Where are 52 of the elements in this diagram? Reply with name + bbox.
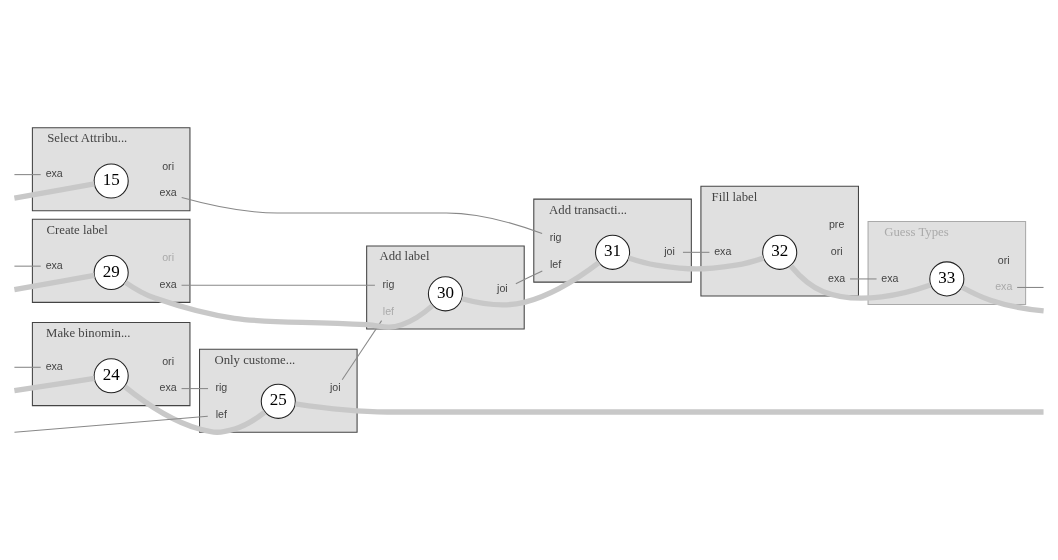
- node-text: ori: [162, 354, 175, 367]
- node-text: exa: [159, 381, 177, 394]
- node-text: exa: [828, 271, 846, 284]
- connector: [13, 366, 42, 368]
- connector: [1016, 286, 1045, 288]
- connector: [13, 272, 95, 293]
- node-text: lef: [215, 407, 227, 420]
- node-circle: 25: [260, 383, 296, 419]
- node-text: rig: [215, 381, 228, 394]
- connector: [123, 280, 435, 330]
- connector: [960, 284, 1044, 314]
- node-text: joi: [329, 381, 341, 394]
- connector: [515, 270, 543, 285]
- node-text: ori: [162, 159, 175, 172]
- node-circle: 30: [427, 276, 463, 312]
- connector: [461, 260, 601, 308]
- node-text: ori: [997, 253, 1010, 266]
- connector: [682, 251, 710, 253]
- connector: [13, 415, 209, 433]
- node-circle: 15: [93, 163, 129, 199]
- node-text: rig: [382, 277, 395, 290]
- node-text: joi: [497, 282, 508, 295]
- node-text: rig: [549, 231, 562, 244]
- connector: [13, 265, 42, 267]
- node-text: exa: [159, 186, 177, 199]
- node-text: ori: [830, 244, 843, 257]
- connector: [123, 384, 267, 435]
- node-circle: 33: [929, 261, 965, 297]
- connector: [627, 255, 765, 272]
- connector: [13, 375, 95, 394]
- node-circle: 31: [595, 234, 631, 270]
- node-circle: 32: [762, 234, 798, 270]
- connector: [13, 174, 42, 176]
- connector: [181, 196, 543, 235]
- connector: [181, 388, 209, 390]
- node-circle: 29: [93, 255, 129, 291]
- connector: [295, 401, 1044, 415]
- connector: [13, 181, 95, 201]
- connector: [849, 278, 878, 280]
- node-text: exa: [45, 359, 63, 372]
- node-text: exa: [159, 277, 177, 290]
- connector: [341, 320, 383, 381]
- node-circle: 24: [93, 358, 129, 394]
- node-text: exa: [881, 271, 899, 284]
- connector: [181, 284, 376, 286]
- node-text: exa: [714, 244, 732, 257]
- node-text: pre: [828, 218, 845, 231]
- node-text: exa: [45, 258, 63, 271]
- connector: [788, 263, 932, 301]
- node-text: lef: [550, 257, 562, 270]
- node-text: exa: [45, 167, 63, 180]
- node-text: joi: [664, 244, 675, 257]
